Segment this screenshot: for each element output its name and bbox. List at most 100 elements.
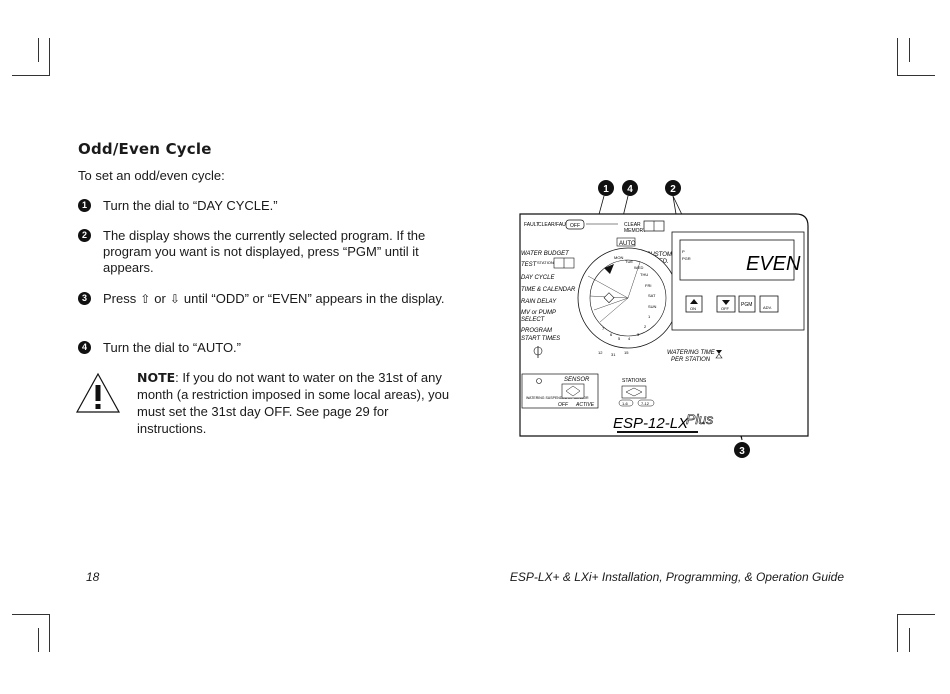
svg-text:4: 4 [627, 184, 633, 195]
warning-icon [75, 372, 121, 413]
note-block: NOTE: If you do not want to water on the… [137, 369, 457, 437]
svg-text:4: 4 [628, 336, 631, 341]
model-script: Plus [686, 411, 713, 427]
callout-3: 3 [734, 442, 750, 458]
svg-text:ACTIVE: ACTIVE [575, 402, 595, 408]
svg-text:AUTO: AUTO [619, 241, 636, 247]
svg-text:WATERING TIME: WATERING TIME [667, 350, 716, 356]
crop-mark [38, 628, 39, 652]
step-number: 1 [78, 199, 91, 212]
step-text-pre: Press [103, 291, 137, 306]
svg-text:ADV.: ADV. [763, 305, 772, 310]
svg-text:RAIN DELAY: RAIN DELAY [521, 299, 557, 305]
step-text: Turn the dial to “AUTO.” [103, 340, 241, 355]
guide-title: ESP-LX+ & LXi+ Installation, Programming… [509, 570, 844, 584]
section-title: Odd/Even Cycle [78, 140, 212, 158]
crop-mark [897, 614, 935, 615]
crop-mark [897, 75, 935, 76]
svg-text:MON: MON [614, 255, 623, 260]
svg-text:OFF: OFF [570, 223, 580, 229]
down-arrow-icon: ⇩ [169, 292, 180, 306]
callout-1: 1 [598, 180, 614, 196]
svg-text:1: 1 [648, 314, 651, 319]
note-label: NOTE [137, 370, 176, 385]
svg-text:MEMORY: MEMORY [624, 228, 647, 234]
svg-text:STATION: STATION [537, 260, 554, 265]
svg-text:FAULT: FAULT [524, 222, 539, 228]
svg-text:2: 2 [644, 324, 647, 329]
svg-text:MV or PUMP: MV or PUMP [521, 310, 556, 316]
pgm-button[interactable]: PGM [738, 295, 756, 313]
svg-text:ON: ON [690, 306, 696, 311]
step-number: 4 [78, 341, 91, 354]
svg-text:WATERING SUSPENDED BY SENSOR: WATERING SUSPENDED BY SENSOR [526, 396, 589, 400]
step-number: 3 [78, 292, 91, 305]
lcd-value: EVEN [746, 253, 801, 275]
svg-text:WATER BUDGET: WATER BUDGET [521, 251, 570, 257]
intro-text: To set an odd/even cycle: [78, 168, 225, 183]
step-2: 2 The display shows the currently select… [78, 228, 458, 276]
svg-text:3: 3 [739, 446, 745, 457]
svg-text:FRI: FRI [645, 283, 651, 288]
step-text-post: until “ODD” or “EVEN” appears in the dis… [183, 291, 445, 306]
svg-text:OFF: OFF [558, 402, 569, 408]
svg-text:CLEAR: CLEAR [624, 222, 641, 228]
note-text: : If you do not want to water on the 31s… [137, 370, 450, 436]
svg-text:SELECT: SELECT [521, 317, 546, 323]
up-arrow-icon: ⇧ [140, 292, 151, 306]
page-number: 18 [86, 570, 100, 584]
svg-text:6: 6 [610, 332, 613, 337]
svg-text:TEST: TEST [521, 262, 538, 268]
svg-text:OFF: OFF [721, 306, 730, 311]
step-text: The display shows the currently selected… [103, 228, 426, 275]
svg-text:CUSTOM: CUSTOM [646, 252, 672, 258]
antenna-icon [533, 346, 543, 358]
svg-text:START TIMES: START TIMES [521, 336, 560, 342]
crop-mark [909, 628, 910, 652]
crop-mark [909, 38, 910, 62]
svg-text:THU: THU [640, 272, 648, 277]
svg-text:TIME & CALENDAR: TIME & CALENDAR [521, 287, 576, 293]
callout-4: 4 [622, 180, 638, 196]
step-3: 3 Press⇧or⇩until “ODD” or “EVEN” appears… [78, 291, 458, 307]
svg-text:7-12: 7-12 [641, 401, 650, 406]
crop-mark [897, 38, 898, 76]
stations-switch[interactable] [621, 385, 647, 399]
step-text: Press⇧or⇩until “ODD” or “EVEN” appears i… [103, 291, 458, 307]
step-4: 4 Turn the dial to “AUTO.” [78, 340, 458, 356]
svg-text:PGR: PGR [682, 256, 691, 261]
lcd-display [679, 239, 795, 281]
svg-text:DAY CYCLE: DAY CYCLE [521, 275, 555, 281]
svg-text:15: 15 [624, 350, 629, 355]
svg-text:5: 5 [618, 336, 621, 341]
sensor-switch[interactable] [561, 383, 585, 399]
down-button[interactable]: OFF [716, 295, 736, 313]
svg-text:SENSOR: SENSOR [564, 377, 590, 383]
svg-text:12: 12 [598, 350, 603, 355]
crop-mark [12, 614, 50, 615]
callout-2: 2 [665, 180, 681, 196]
svg-text:WED: WED [634, 265, 643, 270]
svg-text:TUE: TUE [625, 259, 633, 264]
svg-text:SUN: SUN [648, 304, 657, 309]
svg-text:2: 2 [670, 184, 676, 195]
hourglass-icon [715, 350, 723, 359]
sensor-box [521, 373, 599, 409]
svg-text:7: 7 [602, 326, 605, 331]
crop-mark [897, 614, 898, 652]
svg-text:1-6: 1-6 [622, 401, 629, 406]
up-button[interactable]: ON [685, 295, 703, 313]
crop-mark [49, 38, 50, 76]
svg-text:31: 31 [611, 352, 616, 357]
crop-mark [49, 614, 50, 652]
svg-text:SAT: SAT [648, 293, 656, 298]
adv-button[interactable]: ADV. [759, 295, 779, 313]
dial-pointer-icon [604, 264, 614, 274]
crop-mark [12, 75, 50, 76]
model-name: ESP-12-LX [613, 415, 689, 432]
step-text: Turn the dial to “DAY CYCLE.” [103, 198, 278, 213]
svg-text:PGM: PGM [741, 302, 752, 308]
svg-text:P: P [682, 249, 685, 254]
step-text-or: or [154, 291, 166, 306]
